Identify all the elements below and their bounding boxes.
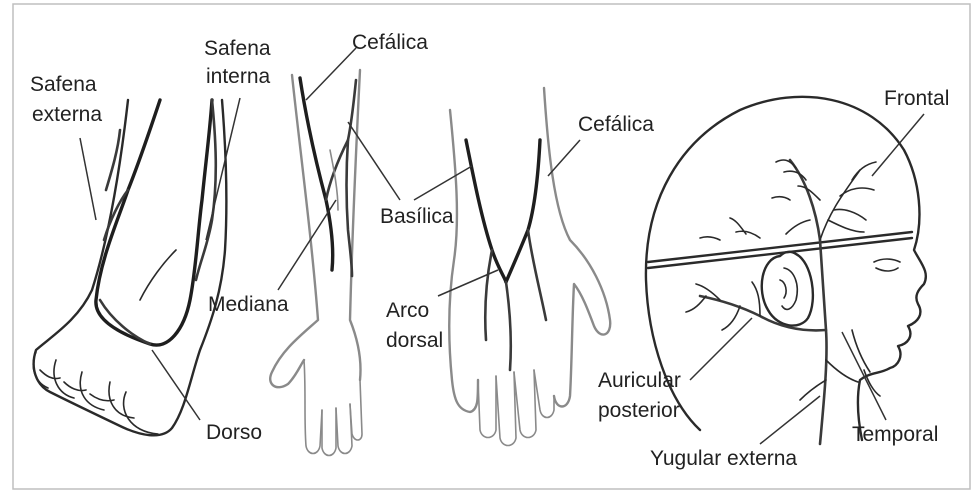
label-auricular-posterior-line2: posterior bbox=[598, 398, 680, 424]
arm-drawing bbox=[270, 70, 362, 456]
hand-drawing bbox=[449, 88, 610, 446]
label-arco-dorsal-line2: dorsal bbox=[386, 328, 443, 354]
label-frontal: Frontal bbox=[884, 86, 949, 112]
label-auricular-posterior-line1: Auricular bbox=[598, 368, 681, 394]
label-cefalica-arm: Cefálica bbox=[352, 30, 428, 56]
head-drawing bbox=[646, 97, 926, 444]
label-safena-interna-line2: interna bbox=[206, 64, 270, 90]
label-safena-externa-line1: Safena bbox=[30, 72, 97, 98]
label-safena-interna-line1: Safena bbox=[204, 36, 271, 62]
label-dorso: Dorso bbox=[206, 420, 262, 446]
label-mediana: Mediana bbox=[208, 292, 289, 318]
label-cefalica-hand: Cefálica bbox=[578, 112, 654, 138]
label-safena-externa-line2: externa bbox=[32, 102, 102, 128]
label-temporal: Temporal bbox=[852, 422, 938, 448]
foot-drawing bbox=[33, 100, 226, 435]
label-arco-dorsal-line1: Arco bbox=[386, 298, 429, 324]
label-basilica: Basílica bbox=[380, 204, 454, 230]
label-yugular-externa: Yugular externa bbox=[650, 446, 797, 472]
